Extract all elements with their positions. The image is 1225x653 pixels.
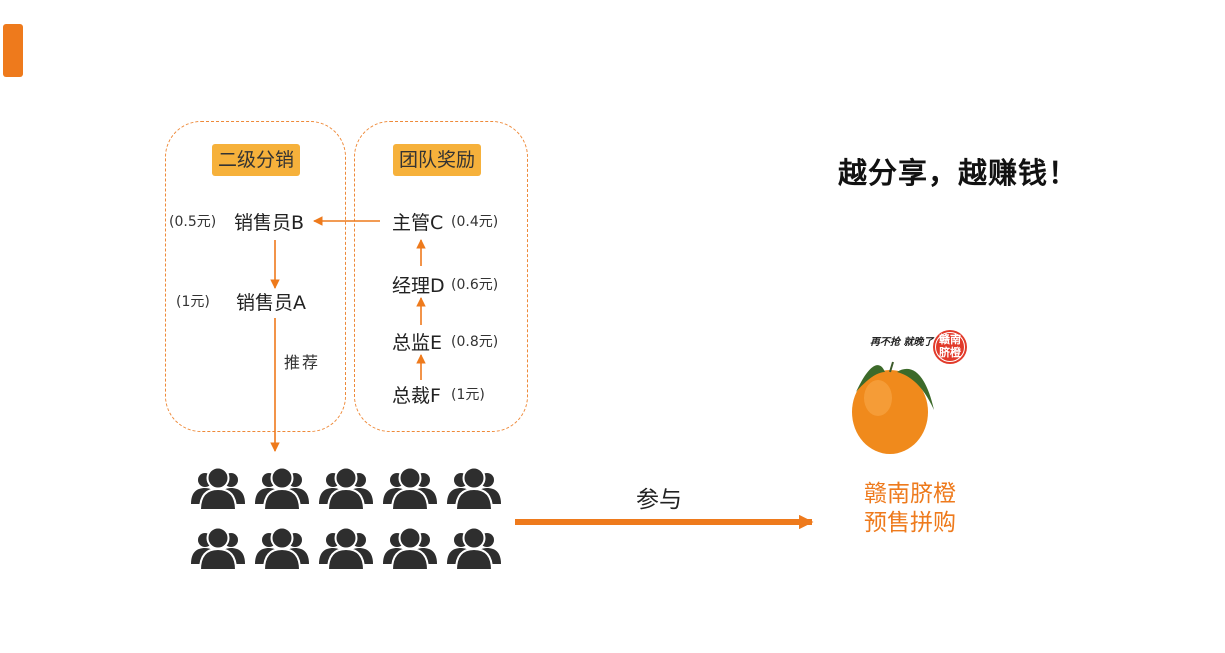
product-tagline: 再不抢 就晚了 (870, 337, 934, 348)
recommend-label: 推荐 (284, 353, 321, 372)
product-badge-text: 赣南 脐橙 (935, 333, 965, 359)
team-reward-title: 团队奖励 (393, 144, 482, 176)
salesperson-b-label: 销售员B (234, 212, 305, 234)
accent-tab (3, 24, 23, 77)
supervisor-c-amount: (0.4元) (451, 214, 499, 230)
manager-d-amount: (0.6元) (451, 277, 499, 293)
manager-d-label: 经理D (392, 275, 445, 297)
product-name-line1: 赣南脐橙 (864, 481, 956, 507)
president-f-amount: (1元) (451, 387, 485, 403)
secondary-distribution-title: 二级分销 (212, 144, 301, 176)
salesperson-b-amount: (0.5元) (169, 214, 217, 230)
slogan: 越分享，越赚钱！ (838, 156, 1079, 190)
orange-fruit-icon (852, 361, 934, 454)
product-name: 赣南脐橙 预售拼购 (858, 480, 962, 538)
secondary-distribution-panel (165, 121, 346, 432)
product-badge-line1: 赣南 (939, 333, 961, 346)
president-f-label: 总裁F (392, 385, 441, 407)
supervisor-c-label: 主管C (392, 212, 444, 234)
salesperson-a-amount: (1元) (176, 294, 210, 310)
product-name-line2: 预售拼购 (864, 510, 956, 536)
product-badge-line2: 脐橙 (939, 346, 961, 359)
product-badge (933, 330, 967, 364)
director-e-label: 总监E (392, 332, 443, 354)
director-e-amount: (0.8元) (451, 334, 499, 350)
team-reward-panel (354, 121, 528, 432)
salesperson-a-label: 销售员A (236, 292, 306, 314)
join-label: 参与 (636, 487, 682, 513)
